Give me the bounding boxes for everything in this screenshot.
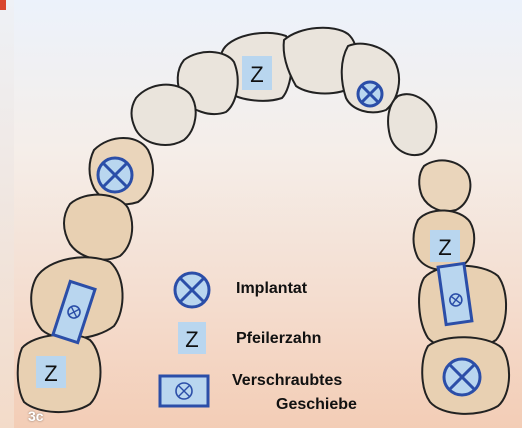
adjacent-panel-edge: [0, 0, 6, 10]
legend-pier-label: Pfeilerzahn: [236, 330, 321, 348]
legend-attachment-label-line2: Geschiebe: [276, 396, 357, 414]
pier-marker-left-label: Z: [44, 361, 57, 386]
implant-marker-front-right: [358, 82, 382, 106]
tooth-left-second-premolar: [64, 195, 132, 260]
legend-implant-label: Implantat: [236, 280, 307, 298]
adjacent-panel-strip: [0, 0, 14, 428]
legend-attachment-icon: [160, 376, 208, 406]
dental-arch-panel: Z Z Z: [14, 0, 522, 428]
implant-marker-left: [98, 158, 132, 192]
dental-arch-diagram: Z Z Z: [14, 0, 522, 428]
panel-label: 3c: [28, 408, 44, 424]
tooth-left-canine: [132, 85, 196, 145]
implant-marker-right-molar: [444, 359, 480, 395]
legend-symbols: Z: [160, 273, 209, 406]
pier-marker-front-label: Z: [250, 62, 263, 87]
pier-marker-right-label: Z: [438, 235, 451, 260]
tooth-right-first-premolar: [419, 160, 470, 211]
legend-attachment-label-line1: Verschraubtes: [232, 372, 342, 390]
legend-implant-icon: [175, 273, 209, 307]
tooth-right-canine: [388, 94, 436, 155]
legend-pier-icon-label: Z: [185, 327, 198, 352]
